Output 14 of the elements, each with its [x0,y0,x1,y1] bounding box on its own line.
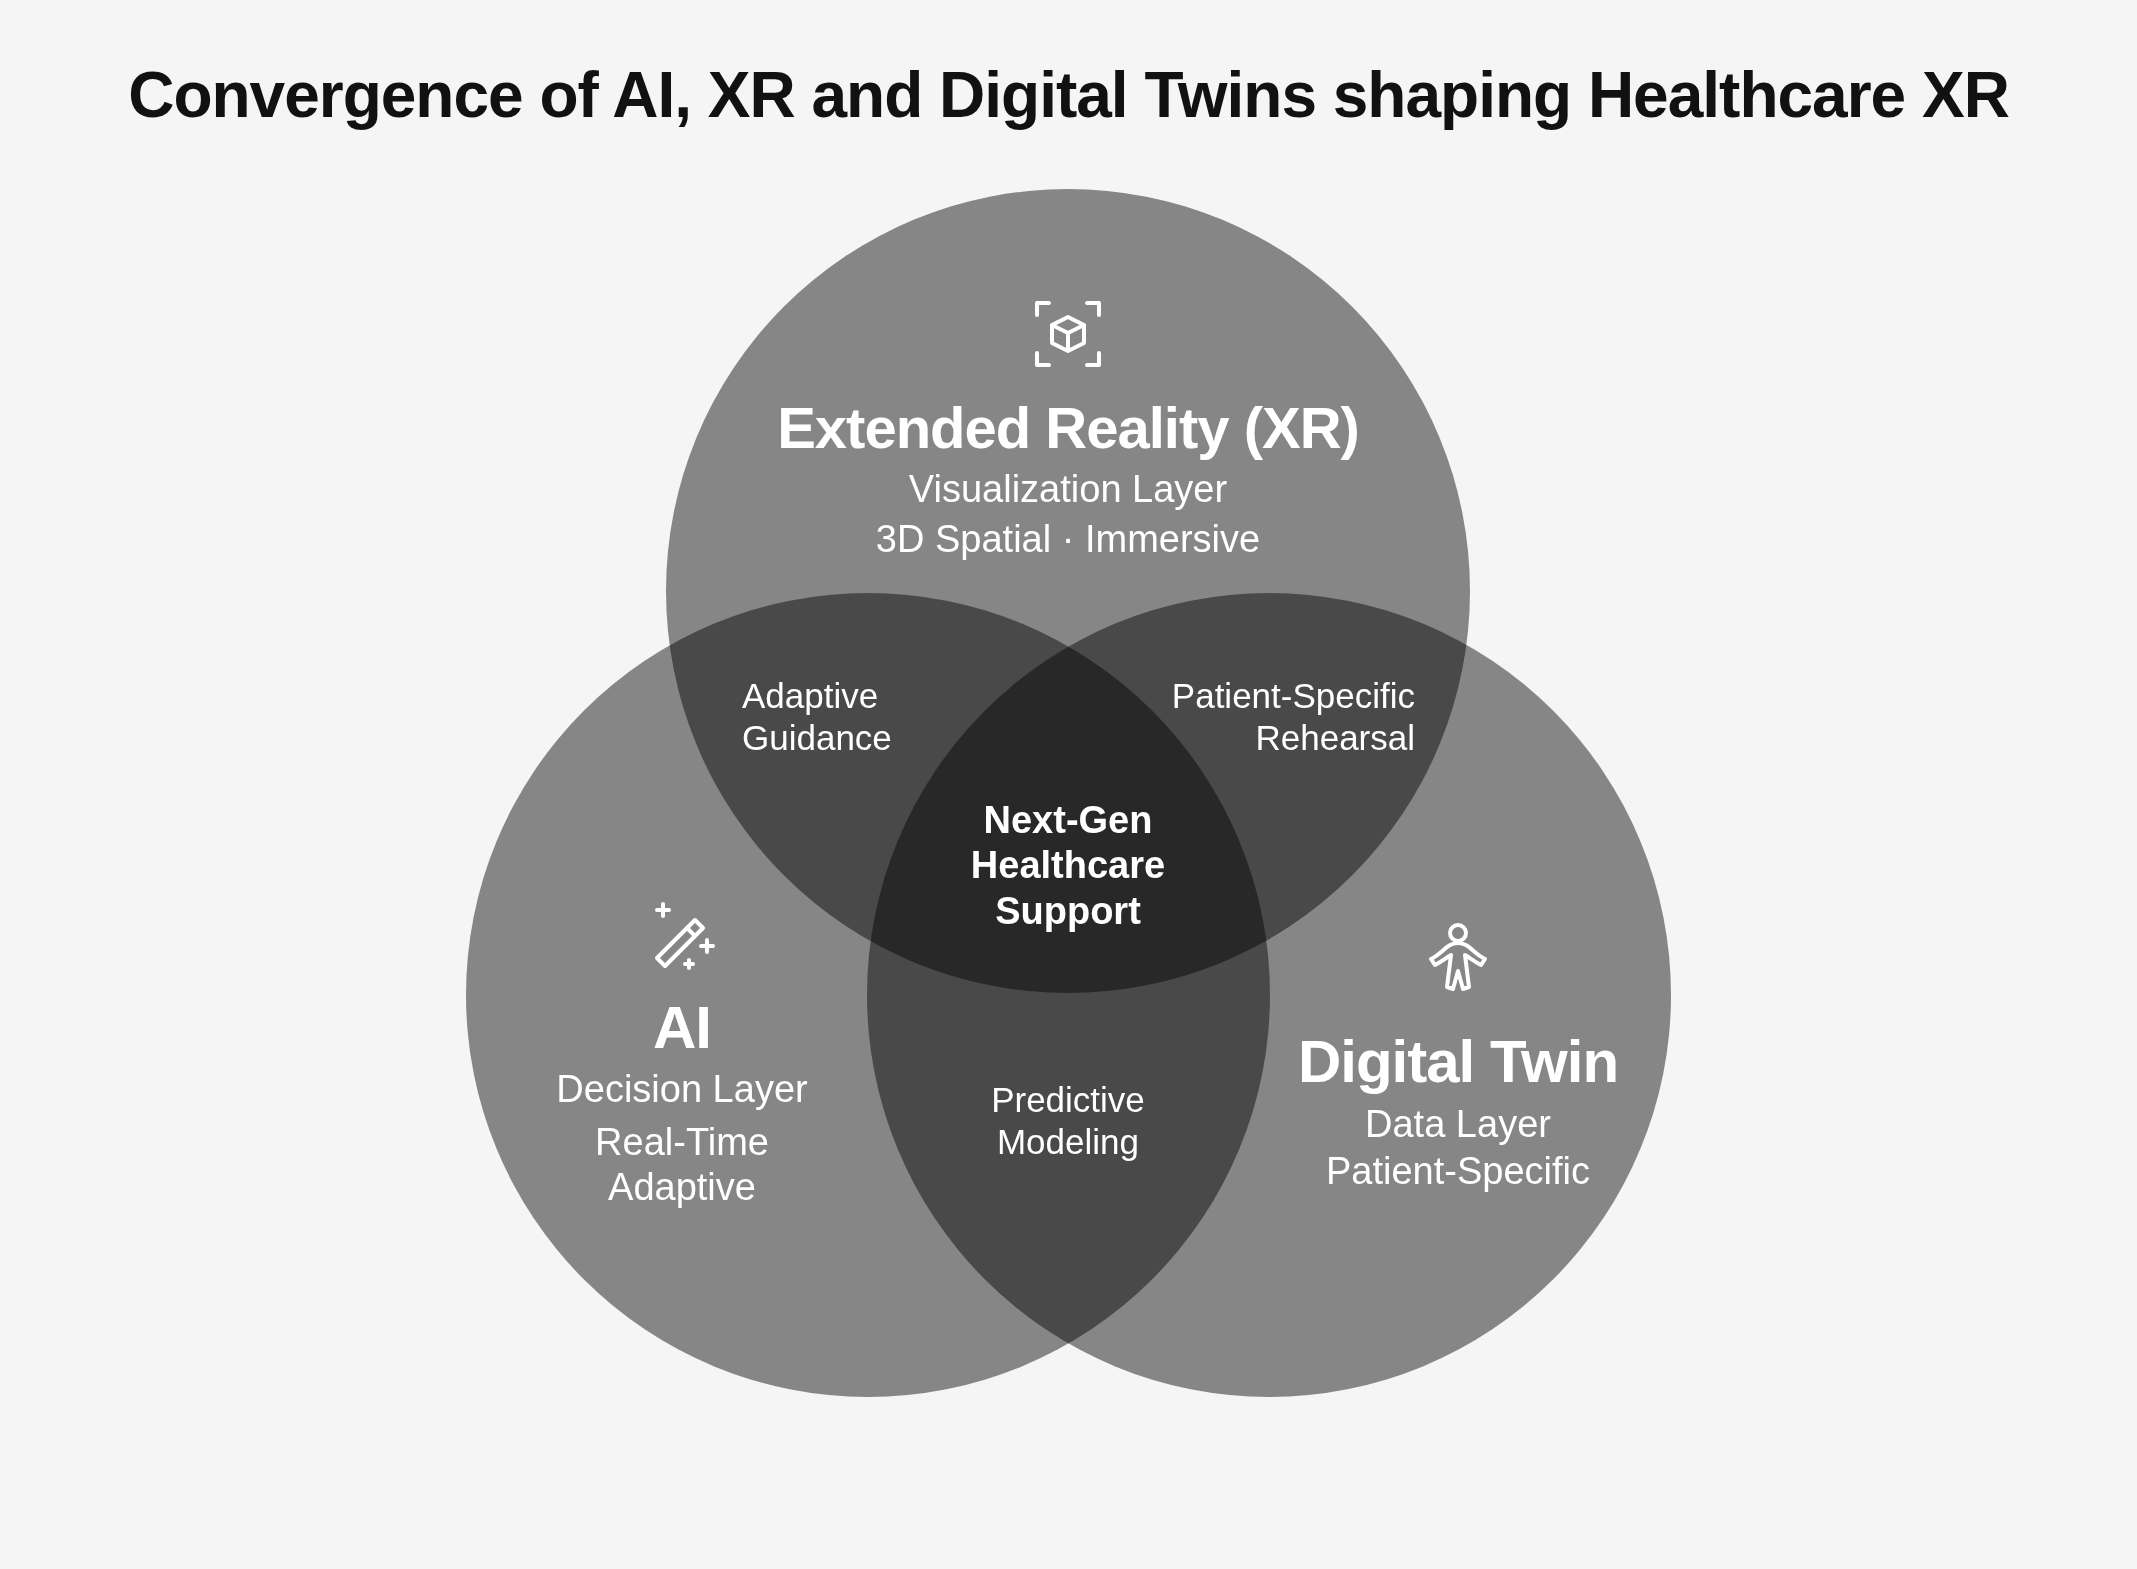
region-label: Adaptive Guidance [742,675,942,759]
circle-heading: Extended Reality (XR) [776,394,1360,462]
region-label: Predictive Modeling [968,1079,1168,1163]
circle-subtitle: Real-Time Adaptive [594,1119,770,1211]
circle-subtitle: Decision Layer [555,1067,809,1112]
circle-subtitle: Visualization Layer [907,467,1229,512]
region-label: Patient-Specific Rehearsal [1115,675,1415,759]
region-label: Next-Gen Healthcare Support [948,797,1188,935]
circle-subtitle: Data Layer [1364,1102,1552,1147]
diagram-title: Convergence of AI, XR and Digital Twins shaping Healthcare XR [127,58,2010,132]
circle-heading: Digital Twin [1296,1027,1620,1097]
circle-subtitle: 3D Spatial · Immersive [874,517,1262,562]
circle-heading: AI [652,993,712,1063]
circle-subtitle: Patient-Specific [1325,1149,1591,1194]
